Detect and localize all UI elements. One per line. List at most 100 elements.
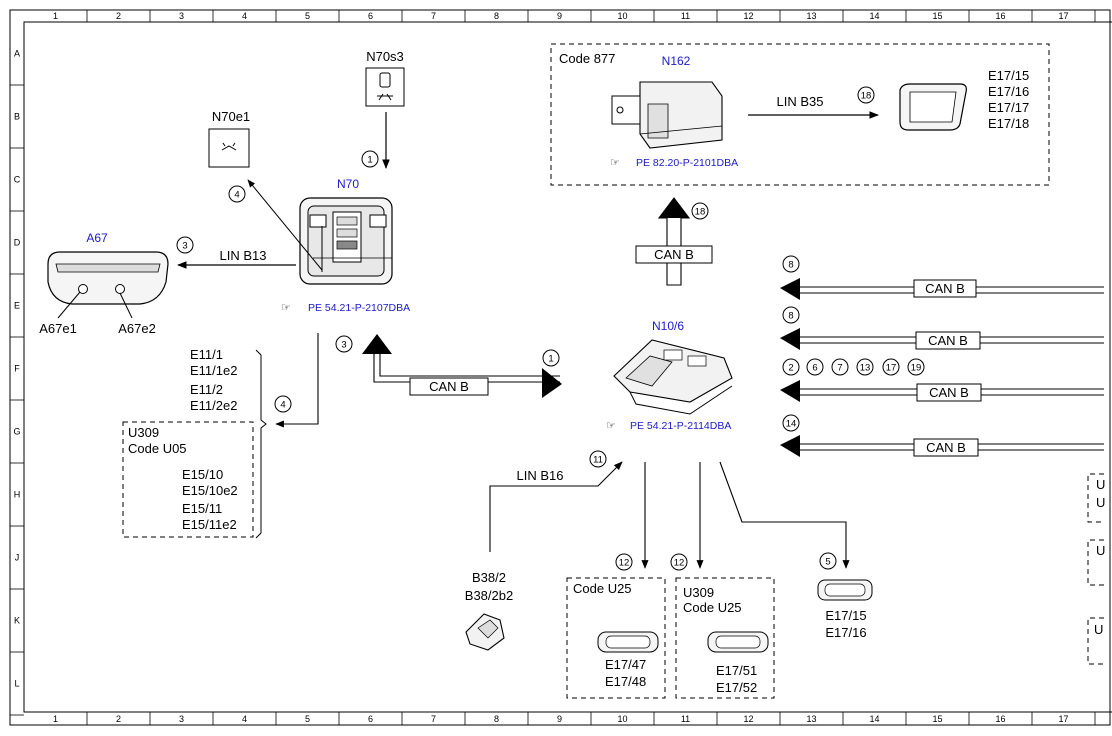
grid-row-label: B bbox=[14, 112, 20, 122]
grid-column-bottom-label: 15 bbox=[932, 714, 942, 724]
grid-column-bottom-label: 3 bbox=[179, 714, 184, 724]
svg-text:12: 12 bbox=[674, 558, 685, 569]
grid-column-top-label: 16 bbox=[995, 11, 1005, 21]
n162-label: N162 bbox=[662, 54, 691, 68]
svg-text:E11/2e2: E11/2e2 bbox=[190, 398, 237, 413]
svg-text:8: 8 bbox=[788, 260, 793, 271]
lin-b13-label: LIN B13 bbox=[220, 248, 267, 263]
svg-text:E15/10: E15/10 bbox=[182, 467, 223, 482]
n10-6-reference: PE 54.21-P-2114DBA bbox=[630, 420, 731, 432]
grid-column-bottom-label: 13 bbox=[806, 714, 816, 724]
svg-text:U: U bbox=[1094, 622, 1103, 637]
grid-column-bottom-label: 16 bbox=[995, 714, 1005, 724]
svg-text:CAN B: CAN B bbox=[925, 281, 965, 296]
e17-top-3: E17/17 bbox=[988, 100, 1029, 115]
svg-text:18: 18 bbox=[695, 207, 706, 218]
n70-control-panel: N70 PE 54.21-P-2107DBA ☞ bbox=[281, 177, 410, 314]
pointing-hand-icon: ☞ bbox=[610, 157, 620, 169]
can-b-n70-n10: CAN B 3 1 bbox=[335, 334, 562, 398]
grid-row-label: D bbox=[14, 238, 21, 248]
svg-text:7: 7 bbox=[837, 363, 842, 374]
grid-column-bottom-label: 11 bbox=[681, 714, 690, 724]
grid-column-top-label: 1 bbox=[53, 11, 58, 21]
n70s3-switch: N70s3 bbox=[365, 49, 405, 169]
can-b-vertical: CAN B 18 bbox=[635, 197, 713, 286]
b38-2-label: B38/2 bbox=[472, 570, 506, 585]
svg-text:Code U25: Code U25 bbox=[573, 581, 632, 596]
svg-text:CAN B: CAN B bbox=[926, 440, 966, 455]
a67e2-label: A67e2 bbox=[118, 321, 156, 336]
n10-6-label: N10/6 bbox=[652, 319, 684, 333]
grid-column-bottom-label: 12 bbox=[743, 714, 753, 724]
e17-top-4: E17/18 bbox=[988, 116, 1029, 131]
e17-top-2: E17/16 bbox=[988, 84, 1029, 99]
svg-text:U: U bbox=[1096, 477, 1105, 492]
svg-text:E17/16: E17/16 bbox=[825, 625, 866, 640]
svg-text:U: U bbox=[1096, 543, 1105, 558]
grid-column-bottom-label: 1 bbox=[53, 714, 58, 724]
grid-row-label: L bbox=[14, 679, 19, 689]
svg-text:CAN B: CAN B bbox=[654, 247, 694, 262]
grid-column-top-label: 2 bbox=[116, 11, 121, 21]
svg-text:E15/11: E15/11 bbox=[182, 501, 222, 516]
grid-column-top-label: 10 bbox=[617, 11, 627, 21]
u309-u25-box: 12 U309 Code U25 E17/51 E17/52 bbox=[670, 553, 775, 699]
grid-column-top-label: 3 bbox=[179, 11, 184, 21]
e17-15-16-lamp: 5 E17/15 E17/16 bbox=[817, 552, 873, 640]
code-877-box: Code 877 N162 PE 82.20-P-2101DBA ☞ LIN B… bbox=[550, 43, 1050, 186]
n70-label: N70 bbox=[337, 177, 359, 191]
grid-column-bottom-label: 17 bbox=[1058, 714, 1068, 724]
svg-text:CAN B: CAN B bbox=[429, 379, 469, 394]
grid-column-bottom-label: 2 bbox=[116, 714, 121, 724]
grid-row-label: C bbox=[14, 175, 21, 185]
a67-mirror: A67 A67e1 A67e2 bbox=[39, 231, 169, 336]
svg-text:U: U bbox=[1096, 495, 1105, 510]
svg-text:12: 12 bbox=[619, 558, 630, 569]
svg-text:E17/15: E17/15 bbox=[825, 608, 866, 623]
signal-18-n162 bbox=[857, 86, 875, 104]
grid-column-bottom-label: 4 bbox=[242, 714, 247, 724]
code-877-label: Code 877 bbox=[559, 51, 615, 66]
grid-column-labels: 1122334455667788991010111112121313141415… bbox=[53, 11, 1069, 724]
svg-text:U309: U309 bbox=[683, 585, 714, 600]
grid-row-label: E bbox=[14, 301, 20, 311]
grid-column-bottom-label: 14 bbox=[869, 714, 879, 724]
svg-text:U309: U309 bbox=[128, 425, 159, 440]
svg-text:1: 1 bbox=[367, 155, 372, 166]
svg-text:3: 3 bbox=[341, 340, 346, 351]
signal-1-n70: 1 bbox=[361, 150, 379, 168]
svg-text:2: 2 bbox=[788, 363, 793, 374]
grid-column-bottom-label: 5 bbox=[305, 714, 310, 724]
grid-row-label: J bbox=[15, 553, 20, 563]
b38-2b2-label: B38/2b2 bbox=[465, 588, 513, 603]
lamp-switch-icon bbox=[379, 72, 391, 88]
grid-row-label: A bbox=[14, 49, 20, 59]
grid-column-top-label: 12 bbox=[743, 11, 753, 21]
can-b-bus-14: CAN B 14 bbox=[780, 414, 1104, 457]
svg-text:6: 6 bbox=[812, 363, 817, 374]
grid-column-top-label: 13 bbox=[806, 11, 816, 21]
svg-text:8: 8 bbox=[788, 311, 793, 322]
svg-text:E11/2: E11/2 bbox=[190, 382, 223, 397]
grid-column-top-label: 6 bbox=[368, 11, 373, 21]
grid-frame bbox=[9, 9, 1112, 726]
svg-text:19: 19 bbox=[911, 363, 922, 374]
right-partial-boxes: U U U U bbox=[1087, 473, 1105, 665]
grid-row-label: G bbox=[13, 427, 20, 437]
svg-text:E17/48: E17/48 bbox=[605, 674, 646, 689]
grid-column-top-label: 8 bbox=[494, 11, 499, 21]
n70e1-label: N70e1 bbox=[212, 109, 250, 124]
signal-3-a67: 3 bbox=[176, 236, 194, 254]
pointing-hand-icon: ☞ bbox=[606, 420, 616, 432]
grid-column-top-label: 7 bbox=[431, 11, 436, 21]
can-b-bus-8a: CAN B 8 bbox=[780, 255, 1104, 300]
svg-text:11: 11 bbox=[593, 455, 603, 466]
svg-text:17: 17 bbox=[886, 363, 897, 374]
svg-text:CAN B: CAN B bbox=[929, 385, 969, 400]
grid-column-bottom-label: 6 bbox=[368, 714, 373, 724]
grid-column-top-label: 11 bbox=[681, 11, 690, 21]
svg-text:13: 13 bbox=[860, 363, 871, 374]
grid-column-bottom-label: 9 bbox=[557, 714, 562, 724]
